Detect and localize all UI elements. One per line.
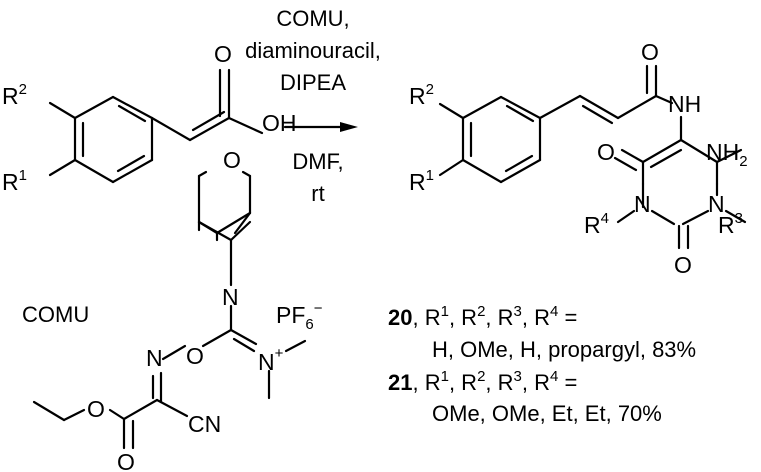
r2-label-product: R2 — [409, 81, 434, 109]
result-21-header: 21, R1, R2, R3, R4 = — [388, 368, 577, 395]
morpholine-nitrogen: N — [222, 284, 239, 310]
cyano-label: CN — [188, 411, 221, 437]
uracil-n3-label: N — [634, 191, 651, 217]
condition-reagent-1: COMU, — [276, 6, 349, 31]
r3-label: R3 — [718, 210, 743, 238]
reaction-arrow — [283, 122, 358, 132]
morpholine-oxygen: O — [223, 147, 241, 173]
amide-nh-label: NH — [668, 91, 701, 117]
iminium-nitrogen: N+ — [258, 345, 284, 375]
amide-oxygen: O — [641, 39, 659, 65]
condition-temperature: rt — [311, 181, 324, 206]
hexafluorophosphate-label: PF6− — [276, 300, 323, 333]
uracil-n1-label: N — [708, 191, 725, 217]
cinnamic-acid-structure — [48, 68, 264, 184]
r1-label-product: R1 — [409, 167, 434, 195]
condition-reagent-2: diaminouracil, — [245, 38, 381, 63]
condition-solvent: DMF, — [292, 149, 343, 174]
morpholine-ring — [197, 220, 252, 287]
result-20-values: H, OMe, H, propargyl, 83% — [432, 337, 696, 362]
condition-reagent-3: DIPEA — [280, 70, 346, 95]
comu-label: COMU — [22, 302, 89, 327]
uracil-c2-oxygen: O — [674, 252, 692, 278]
hydroxyl-label: OH — [262, 110, 297, 136]
comu-structure — [32, 170, 307, 450]
product-structure — [438, 64, 747, 250]
oxime-nitrogen: N — [146, 345, 163, 371]
r4-label: R4 — [584, 210, 609, 238]
ester-oxygen: O — [87, 396, 105, 422]
amino-label: NH2 — [706, 139, 748, 170]
carboxyl-oxygen: O — [214, 41, 232, 67]
uracil-c4-oxygen: O — [597, 139, 615, 165]
oxime-oxygen: O — [186, 343, 204, 369]
result-21-values: OMe, OMe, Et, Et, 70% — [432, 401, 662, 426]
r2-label-start: R2 — [2, 81, 27, 109]
ester-carbonyl-oxygen: O — [117, 449, 135, 472]
r1-label-start: R1 — [2, 167, 27, 195]
result-20-header: 20, R1, R2, R3, R4 = — [388, 303, 577, 330]
